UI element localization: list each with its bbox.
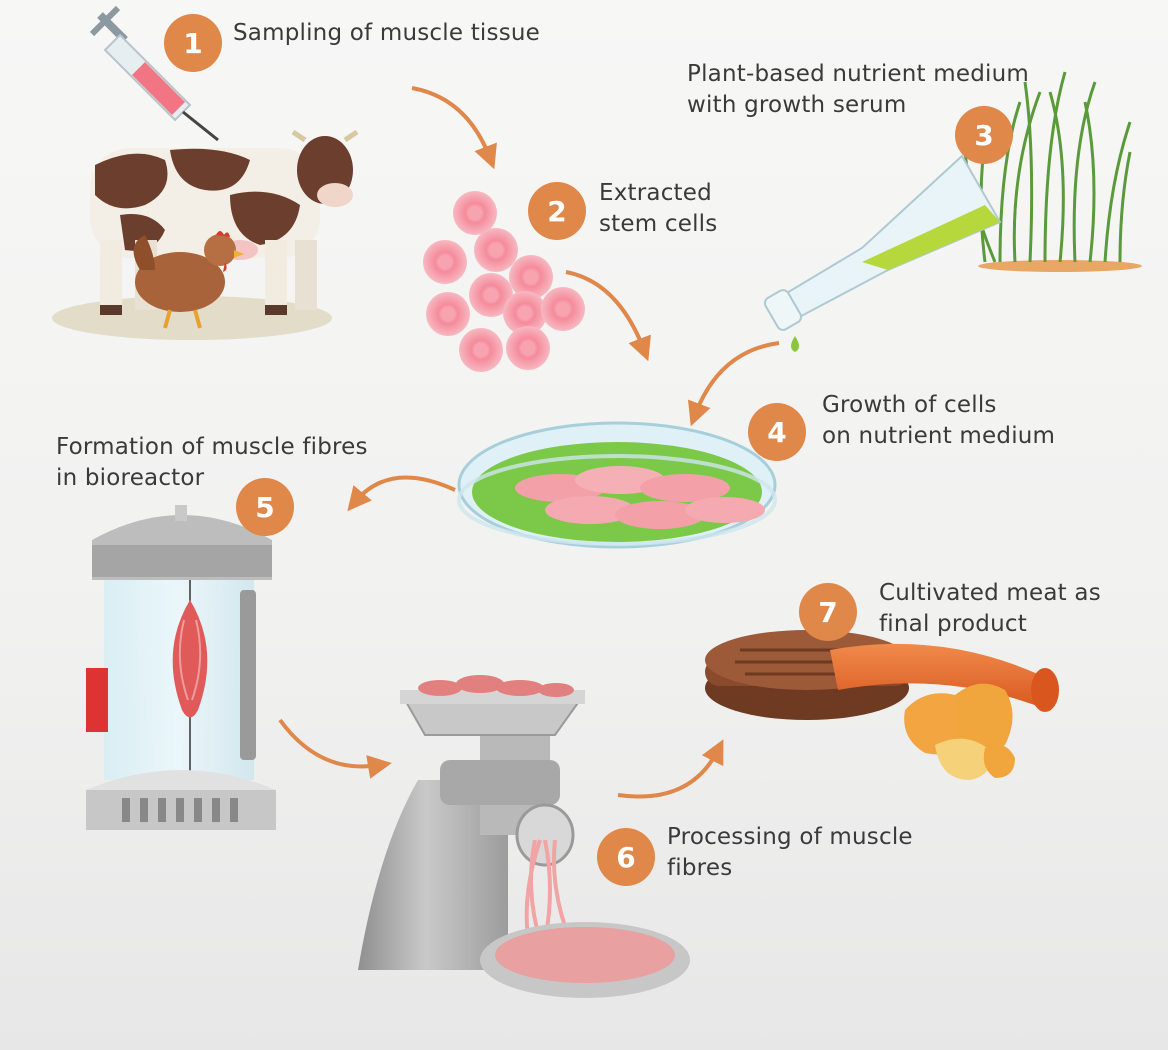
nuggets-icon xyxy=(904,684,1015,780)
step-1-label-line-1: Sampling of muscle tissue xyxy=(233,18,540,49)
petri-dish-icon xyxy=(459,423,775,547)
step-1-badge: 1 xyxy=(164,14,222,72)
arrow-6-to-7 xyxy=(618,750,718,797)
step-2-label-line-1: Extracted xyxy=(599,178,717,209)
step-7-badge: 7 xyxy=(799,583,857,641)
step-4-badge: 4 xyxy=(748,403,806,461)
arrow-5-to-6 xyxy=(280,720,380,767)
step-6-badge: 6 xyxy=(597,828,655,886)
step-5-badge: 5 xyxy=(236,478,294,536)
step-4-label: Growth of cells on nutrient medium xyxy=(822,390,1055,452)
flask-icon xyxy=(763,156,1000,352)
step-5-label: Formation of muscle fibres in bioreactor xyxy=(56,432,368,494)
step-5-label-line-2: in bioreactor xyxy=(56,463,368,494)
bioreactor-icon xyxy=(86,505,276,830)
step-7-label-line-2: final product xyxy=(879,609,1101,640)
step-6-label-line-1: Processing of muscle xyxy=(667,822,913,853)
step-2-badge: 2 xyxy=(528,182,586,240)
step-3-badge: 3 xyxy=(955,106,1013,164)
step-4-label-line-1: Growth of cells xyxy=(822,390,1055,421)
step-6-label-line-2: fibres xyxy=(667,853,913,884)
step-7-label-line-1: Cultivated meat as xyxy=(879,578,1101,609)
step-2-label: Extracted stem cells xyxy=(599,178,717,240)
step-7-label: Cultivated meat as final product xyxy=(879,578,1101,640)
step-4-label-line-2: on nutrient medium xyxy=(822,421,1055,452)
step-1-label: Sampling of muscle tissue xyxy=(233,18,540,49)
step-3-label-line-1: Plant-based nutrient medium xyxy=(687,59,1029,90)
arrow-1-to-2 xyxy=(412,88,490,158)
arrow-4-to-5 xyxy=(355,478,455,503)
step-6-label: Processing of muscle fibres xyxy=(667,822,913,884)
step-5-label-line-1: Formation of muscle fibres xyxy=(56,432,368,463)
step-2-label-line-2: stem cells xyxy=(599,209,717,240)
